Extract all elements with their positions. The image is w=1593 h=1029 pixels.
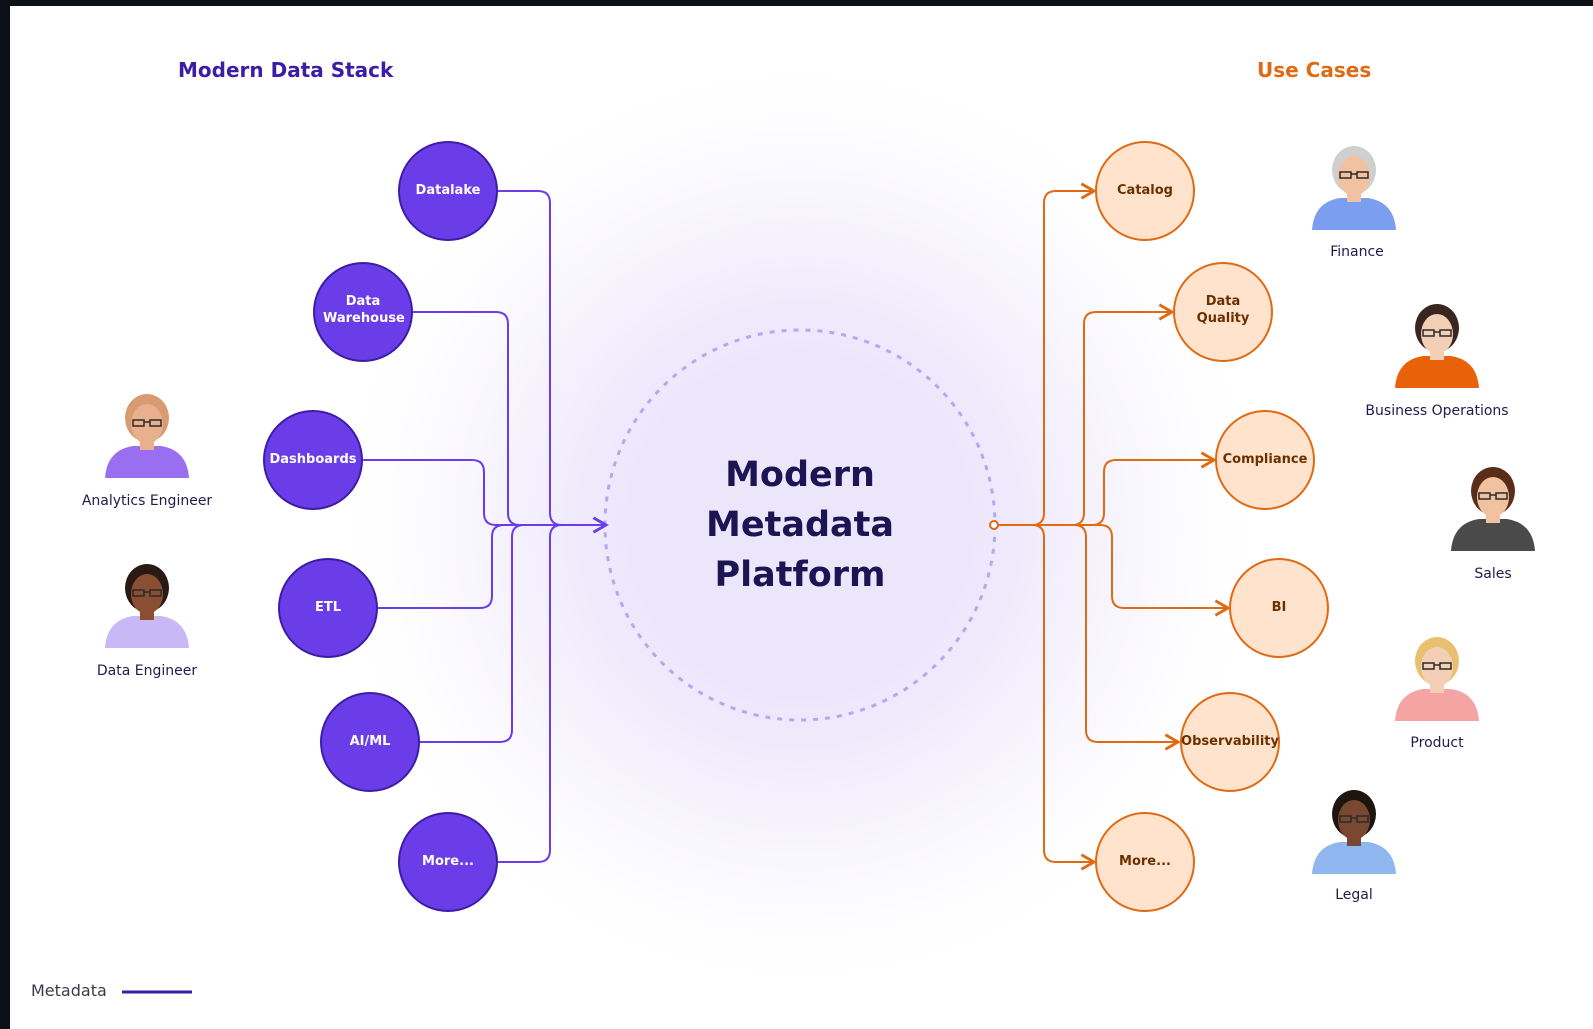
persona-label-sales: Sales bbox=[1474, 566, 1512, 582]
center-title-line3: Platform bbox=[714, 555, 886, 595]
legend-label: Metadata bbox=[31, 981, 107, 1000]
node-data-quality[interactable]: Data Quality bbox=[1196, 294, 1250, 326]
node-catalog[interactable]: Catalog bbox=[1117, 183, 1173, 198]
node-more-usecase[interactable]: More... bbox=[1119, 854, 1171, 869]
circle-more-stack[interactable] bbox=[398, 812, 498, 912]
node-more-stack[interactable]: More... bbox=[422, 854, 474, 869]
connector-bi bbox=[998, 524, 1231, 617]
circle-dashboards[interactable] bbox=[263, 410, 363, 510]
connector-dashboards bbox=[363, 459, 562, 526]
circle-more-usecase[interactable] bbox=[1095, 812, 1195, 912]
stack-header: Modern Data Stack bbox=[178, 58, 394, 82]
stack-connectors bbox=[363, 190, 609, 863]
persona-label-analytics-engineer: Analytics Engineer bbox=[81, 493, 213, 509]
business-operations-avatar-icon bbox=[1395, 304, 1479, 388]
circle-etl[interactable] bbox=[278, 558, 378, 658]
usecase-connectors bbox=[998, 182, 1231, 871]
circle-datalake[interactable] bbox=[398, 141, 498, 241]
persona-label-product: Product bbox=[1410, 735, 1464, 751]
diagram-canvas: Modern Data Stack Use Cases Modern Metad… bbox=[10, 6, 1593, 1029]
circle-catalog[interactable] bbox=[1095, 141, 1195, 241]
circle-bi[interactable] bbox=[1229, 558, 1329, 658]
circle-data-quality[interactable] bbox=[1173, 262, 1273, 362]
connector-aiml bbox=[420, 524, 562, 743]
persona-label-legal: Legal bbox=[1335, 887, 1373, 903]
node-bi[interactable]: BI bbox=[1271, 600, 1287, 615]
sales-avatar-icon bbox=[1451, 467, 1535, 551]
node-observability[interactable]: Observability bbox=[1181, 734, 1279, 749]
use-cases-header: Use Cases bbox=[1257, 58, 1372, 82]
node-dashboards[interactable]: Dashboards bbox=[269, 452, 357, 467]
center-title-line2: Metadata bbox=[706, 505, 894, 545]
connector-etl bbox=[378, 524, 562, 609]
data-engineer-avatar-icon bbox=[105, 564, 189, 648]
node-aiml[interactable]: AI/ML bbox=[349, 734, 391, 749]
legal-avatar-icon bbox=[1312, 790, 1396, 874]
output-port bbox=[989, 520, 999, 530]
circle-compliance[interactable] bbox=[1215, 410, 1315, 510]
persona-label-data-engineer: Data Engineer bbox=[96, 663, 198, 679]
product-avatar-icon bbox=[1395, 637, 1479, 721]
circle-observability[interactable] bbox=[1180, 692, 1280, 792]
connector-more-stack bbox=[498, 524, 563, 863]
circle-data-warehouse[interactable] bbox=[313, 262, 413, 362]
node-datalake[interactable]: Datalake bbox=[415, 183, 481, 198]
center-title-line1: Modern bbox=[725, 455, 875, 495]
center-circle bbox=[630, 355, 970, 695]
persona-label-finance: Finance bbox=[1330, 244, 1384, 260]
node-data-warehouse[interactable]: Data Warehouse bbox=[323, 294, 405, 326]
diagram-svg bbox=[105, 45, 1535, 1005]
connector-observability bbox=[998, 524, 1181, 751]
node-etl[interactable]: ETL bbox=[314, 600, 342, 615]
connector-more-usecase bbox=[998, 524, 1097, 871]
circle-aiml[interactable] bbox=[320, 692, 420, 792]
persona-label-business-operations: Business Operations bbox=[1365, 403, 1509, 419]
center-title: Modern Metadata Platform bbox=[706, 450, 894, 600]
node-compliance[interactable]: Compliance bbox=[1222, 452, 1308, 467]
analytics-engineer-avatar-icon bbox=[105, 394, 189, 478]
finance-avatar-icon bbox=[1312, 146, 1396, 230]
